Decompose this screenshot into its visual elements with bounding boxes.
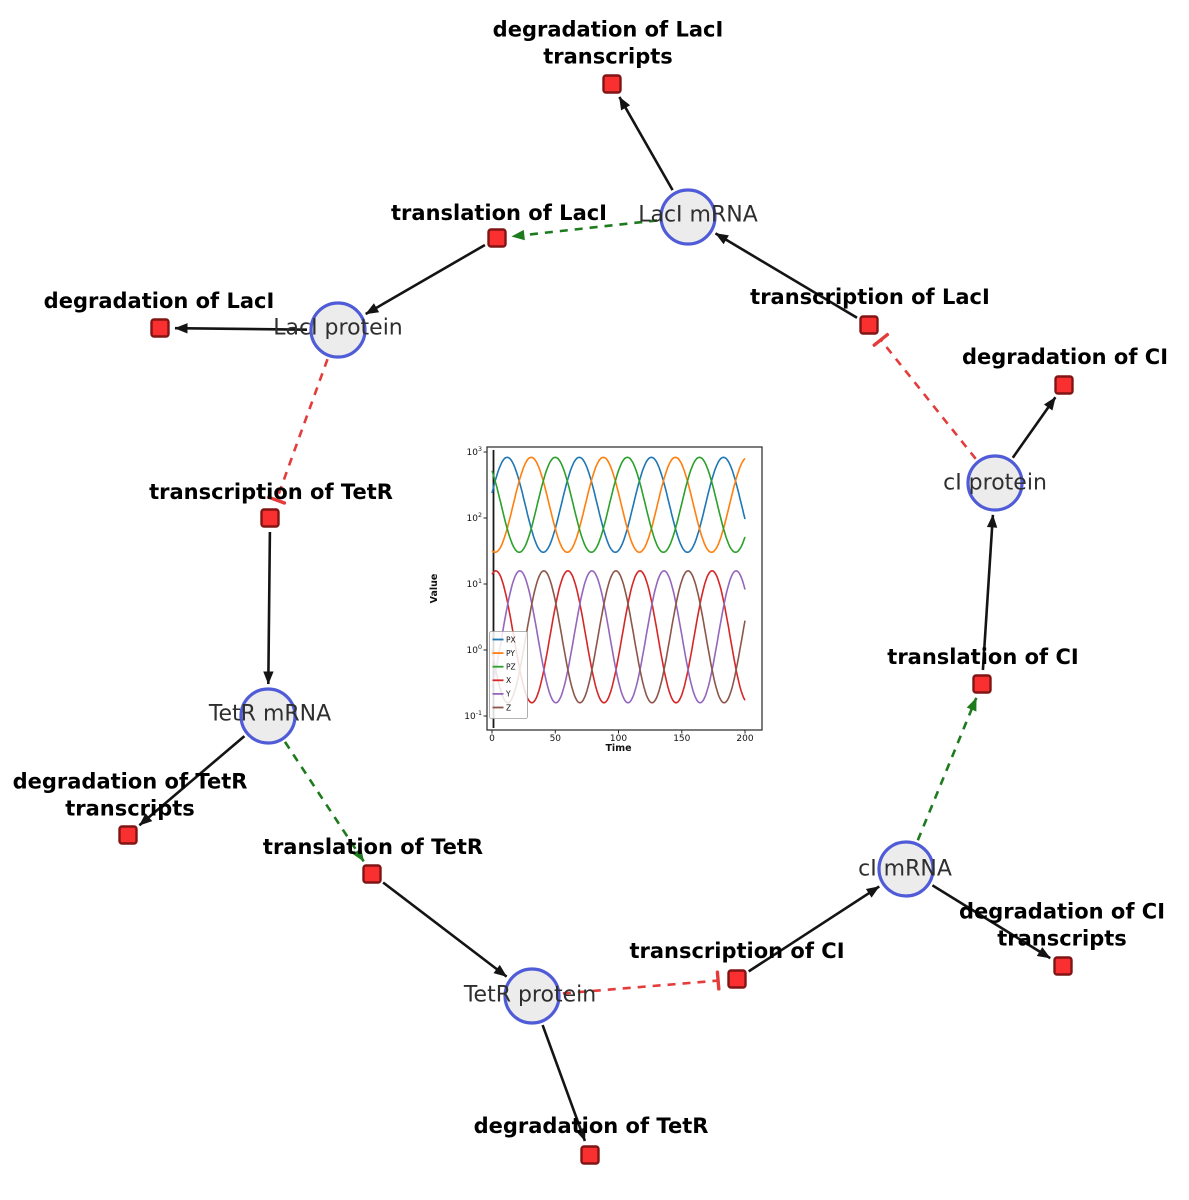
edge-produce-transl-tetr-to-tetr-protein [382,881,508,978]
y-tick-label: 101 [467,578,482,590]
edge-produce-transcr-laci-to-laci-mrna [714,232,858,319]
reaction-label-deg-ci-tx-line1: degradation of CI [959,900,1165,924]
species-label-tetr-protein: TetR protein [463,983,596,1008]
reaction-node-deg-ci-tx [1053,956,1073,976]
x-tick-label: 150 [673,734,690,744]
edge-consume-laci-protein-to-deg-laci [174,323,308,334]
y-tick-label: 103 [467,446,482,458]
edge-repress-laci-protein-to-transcr-tetr [277,358,329,500]
reaction-node-transcr-laci [859,315,879,335]
chart-frame [486,446,763,731]
legend-label-PZ: PZ [506,663,516,672]
reaction-node-deg-laci [150,318,170,338]
nodes-layer [118,74,1074,1165]
species-node-laci-mrna [659,188,717,246]
y-axis-title: Value [429,574,440,604]
y-tick-label: 10-1 [464,710,482,722]
x-axis-title: Time [605,743,631,754]
species-node-laci-protein [309,301,367,359]
species-label-ci-protein: cI protein [943,471,1047,496]
species-node-tetr-mrna [239,687,297,745]
species-label-laci-mrna: LacI mRNA [638,203,758,228]
reaction-node-deg-tetr-tx [118,825,138,845]
reaction-label-transl-ci: translation of CI [887,645,1078,669]
species-node-tetr-protein [503,967,561,1025]
edge-repress-ci-protein-to-transcr-laci [881,340,977,460]
edge-modifier-laci-mrna-to-transl-laci [511,219,658,241]
reaction-node-transl-tetr [362,864,382,884]
edge-produce-transcr-tetr-to-tetr-mrna [263,531,274,685]
reaction-label-deg-tetr: degradation of TetR [474,1114,709,1138]
reaction-label-transcr-laci: transcription of LacI [750,285,990,309]
reaction-node-deg-laci-tx [602,74,622,94]
chart-series-X [491,569,746,704]
x-tick-label: 200 [736,734,753,744]
x-tick-label: 50 [550,734,562,744]
reaction-label-deg-tetr-tx-line2: transcripts [65,797,195,821]
edges-layer [138,96,1057,1142]
reaction-label-deg-ci: degradation of CI [962,345,1168,369]
edge-consume-tetr-mrna-to-deg-tetr-tx [138,735,246,827]
edge-repress-tetr-protein-to-transcr-ci [562,981,718,995]
reaction-label-deg-tetr-tx-line1: degradation of TetR [13,770,248,794]
legend-label-PX: PX [506,635,516,644]
reaction-label-transcr-ci: transcription of CI [629,939,844,963]
edge-modifier-ci-mrna-to-transl-ci [916,697,978,841]
chart-legend: PX PY PZ XYZ [489,631,528,719]
edge-consume-laci-mrna-to-deg-laci-tx [618,96,674,191]
edge-produce-transcr-ci-to-ci-mrna [747,885,880,973]
edge-consume-tetr-protein-to-deg-tetr [541,1024,587,1142]
reaction-node-transl-ci [972,674,992,694]
reaction-node-transcr-tetr [260,508,280,528]
legend-label-Y: Y [505,690,511,699]
chart-series-Z [491,569,746,704]
reaction-node-deg-tetr [580,1145,600,1165]
chart-series-PX [491,456,746,553]
reaction-label-deg-laci-tx-line2: transcripts [543,45,673,69]
chart-series-Y [491,569,746,704]
x-tick-label: 100 [610,734,627,744]
legend-label-Z: Z [506,703,511,712]
reaction-node-transcr-ci [727,969,747,989]
reaction-label-transl-tetr: translation of TetR [263,835,483,859]
y-tick-label: 102 [467,512,482,524]
edge-produce-transl-ci-to-ci-protein [981,514,998,671]
reaction-label-deg-laci-tx-line1: degradation of LacI [493,18,724,42]
y-tick-label: 100 [467,644,482,656]
edge-consume-ci-mrna-to-deg-ci-tx [931,884,1051,960]
reaction-label-transcr-tetr: transcription of TetR [149,480,393,504]
edge-consume-ci-protein-to-deg-ci [1011,396,1057,459]
edge-produce-transl-laci-to-laci-protein [365,243,486,316]
reaction-node-deg-ci [1054,375,1074,395]
chart-series-PY [491,456,746,553]
legend-label-X: X [506,676,511,685]
reaction-label-deg-ci-tx-line2: transcripts [997,927,1127,951]
species-label-laci-protein: LacI protein [273,316,403,341]
chart-series-PZ [491,456,746,553]
reaction-node-transl-laci [487,228,507,248]
species-label-ci-mrna: cI mRNA [858,857,952,882]
legend-label-PY: PY [506,649,515,658]
species-node-ci-protein [966,454,1024,512]
reaction-label-deg-laci: degradation of LacI [44,289,275,313]
x-tick-label: 0 [489,734,495,744]
species-label-tetr-mrna: TetR mRNA [208,702,331,727]
reaction-label-transl-laci: translation of LacI [391,201,607,225]
species-node-ci-mrna [877,840,935,898]
